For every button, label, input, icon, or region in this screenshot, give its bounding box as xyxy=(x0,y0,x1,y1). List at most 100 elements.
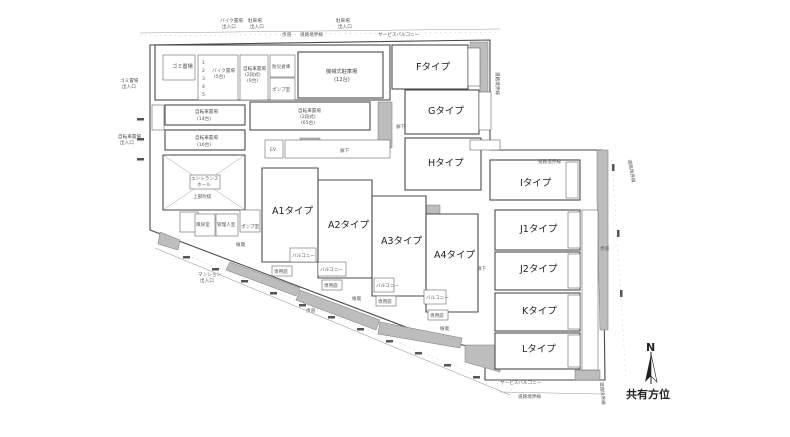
svg-text:(65台): (65台) xyxy=(301,119,315,126)
mansion-entrance-label: マンション xyxy=(198,272,221,278)
svg-text:(9台): (9台) xyxy=(247,77,258,84)
pump-room-2 xyxy=(269,77,296,101)
manager-room xyxy=(215,213,239,237)
annotations: バイク置場 出入口 駐車場 出入口 駐車場 出入口 道路境界線 サービスバルコニ… xyxy=(118,17,561,400)
svg-text:自転車置場: 自転車置場 xyxy=(243,65,266,72)
svg-text:植栽: 植栽 xyxy=(440,325,450,332)
garbage-entrance-label: ゴミ置場 xyxy=(120,77,139,84)
svg-text:出入口: 出入口 xyxy=(338,23,352,30)
elevator xyxy=(264,139,284,159)
svg-text:EV: EV xyxy=(270,147,277,153)
right-service: 歩道 xyxy=(581,209,610,371)
bicycle-parking-4 xyxy=(239,54,269,101)
unit-label-h: Hタイプ xyxy=(428,158,464,169)
unit-label-a2: A2タイプ xyxy=(328,220,370,231)
bike-entrance-label: バイク置場 xyxy=(220,17,243,24)
svg-text:(5台): (5台) xyxy=(214,73,225,80)
svg-text:サービスバルコニー: サービスバルコニー xyxy=(500,379,542,386)
svg-text:管理人室: 管理人室 xyxy=(217,221,236,228)
svg-text:風除室: 風除室 xyxy=(196,221,210,228)
unit-a3: バルコニー 専用庭 A3タイプ xyxy=(371,195,427,307)
unit-l: Lタイプ xyxy=(494,332,581,370)
svg-text:駐車場: 駐車場 xyxy=(336,17,350,24)
svg-text:道路境界線: 道路境界線 xyxy=(494,72,501,95)
unit-label-j1: J1タイプ xyxy=(519,224,558,235)
bicycle-parking-3 xyxy=(249,101,371,131)
pump-room xyxy=(239,209,261,233)
svg-text:バルコニー: バルコニー xyxy=(426,295,449,301)
svg-text:自転車置場: 自転車置場 xyxy=(195,134,218,141)
unit-label-f: Fタイプ xyxy=(416,62,450,73)
unit-i: Iタイプ xyxy=(489,159,581,201)
unit-a1: バルコニー 専用庭 A1タイプ xyxy=(261,167,319,277)
svg-text:バルコニー: バルコニー xyxy=(292,253,315,259)
unit-g: Gタイプ xyxy=(404,89,492,135)
planting-areas xyxy=(157,41,609,381)
corridor: 廊下 xyxy=(284,139,391,159)
entrance-label: エントランス xyxy=(191,176,219,182)
right-road-label: 道路境界線 道路境界線 道路境界線 xyxy=(494,72,637,405)
unit-h: Hタイプ xyxy=(404,137,501,191)
parking-entrance-label: 駐車場 xyxy=(248,17,262,24)
trash-small xyxy=(151,104,165,131)
svg-text:サービスバルコニー: サービスバルコニー xyxy=(378,31,420,38)
svg-text:道路境界線: 道路境界線 xyxy=(518,393,541,400)
unit-label-g: Gタイプ xyxy=(428,106,464,117)
svg-text:ホール: ホール xyxy=(197,182,211,188)
svg-text:自転車置場: 自転車置場 xyxy=(195,108,218,115)
wind-room xyxy=(194,213,216,237)
bicycle-parking-block: 自転車置場 (14台) 自転車置場 (16台) 自転車置場 (2段式) (65台… xyxy=(151,101,371,151)
svg-text:バイク置場: バイク置場 xyxy=(212,67,235,74)
svg-text:専用庭: 専用庭 xyxy=(430,312,444,319)
service-block: ゴミ置場 1 2 3 4 5 バイク置場 (5台) 自転車置場 (2段式) (9… xyxy=(154,44,391,101)
svg-text:1: 1 xyxy=(202,60,205,66)
svg-text:廊下: 廊下 xyxy=(396,123,406,130)
bicycle-parking-2 xyxy=(164,129,246,151)
svg-text:専用庭: 専用庭 xyxy=(378,298,392,305)
unit-j2: J2タイプ xyxy=(494,251,581,291)
svg-text:道路境界線: 道路境界線 xyxy=(538,158,561,165)
svg-text:植栽: 植栽 xyxy=(352,295,362,302)
compass-n-label: N xyxy=(646,341,655,354)
bike-parking xyxy=(197,54,239,101)
svg-text:廊下: 廊下 xyxy=(340,147,350,154)
svg-text:出入口: 出入口 xyxy=(200,277,214,284)
bicycle-parking-1 xyxy=(164,104,246,126)
road-markers xyxy=(137,45,623,379)
svg-text:道路境界線: 道路境界線 xyxy=(626,159,637,183)
svg-text:歩道: 歩道 xyxy=(282,31,292,38)
svg-text:歩道: 歩道 xyxy=(600,245,610,252)
north-compass: N 共有方位 xyxy=(626,341,670,401)
svg-text:4: 4 xyxy=(202,84,205,90)
svg-text:植栽: 植栽 xyxy=(236,241,246,248)
svg-text:専用庭: 専用庭 xyxy=(274,268,288,275)
unit-k: Kタイプ xyxy=(494,292,581,332)
svg-text:機械式駐車場: 機械式駐車場 xyxy=(326,67,357,75)
svg-text:自転車置場: 自転車置場 xyxy=(298,107,321,114)
svg-text:専用庭: 専用庭 xyxy=(324,282,338,289)
svg-text:道路境界線: 道路境界線 xyxy=(598,382,607,406)
svg-text:防災倉庫: 防災倉庫 xyxy=(272,63,291,70)
unit-label-a3: A3タイプ xyxy=(381,236,423,247)
unit-a2: バルコニー 専用庭 A2タイプ xyxy=(317,179,373,291)
unit-f: Fタイプ xyxy=(391,44,481,90)
unit-label-i: Iタイプ xyxy=(520,178,552,189)
svg-text:出入口: 出入口 xyxy=(120,139,134,146)
unit-label-l: Lタイプ xyxy=(522,344,556,355)
entrance-area: エントランス ホール 上部吹抜 風除室 管理人室 ポンプ室 EV xyxy=(162,139,284,237)
garbage-label: ゴミ置場 xyxy=(172,62,193,70)
svg-text:ポンプ室: ポンプ室 xyxy=(272,86,291,93)
svg-text:出入口: 出入口 xyxy=(222,23,236,30)
svg-text:(2段式): (2段式) xyxy=(245,71,261,78)
svg-text:3: 3 xyxy=(202,76,205,82)
bicycle-entrance-label: 自転車置場 xyxy=(118,133,141,140)
svg-text:(12台): (12台) xyxy=(334,75,350,83)
disaster-storage xyxy=(269,54,296,78)
garbage-room xyxy=(162,54,196,81)
mechanical-parking xyxy=(297,51,384,99)
unit-label-k: Kタイプ xyxy=(522,306,557,317)
unit-label-a1: A1タイプ xyxy=(272,206,314,217)
svg-text:(14台): (14台) xyxy=(197,115,211,122)
compass-caption: 共有方位 xyxy=(626,387,670,401)
unit-a4: バルコニー 専用庭 A4タイプ xyxy=(423,213,479,321)
